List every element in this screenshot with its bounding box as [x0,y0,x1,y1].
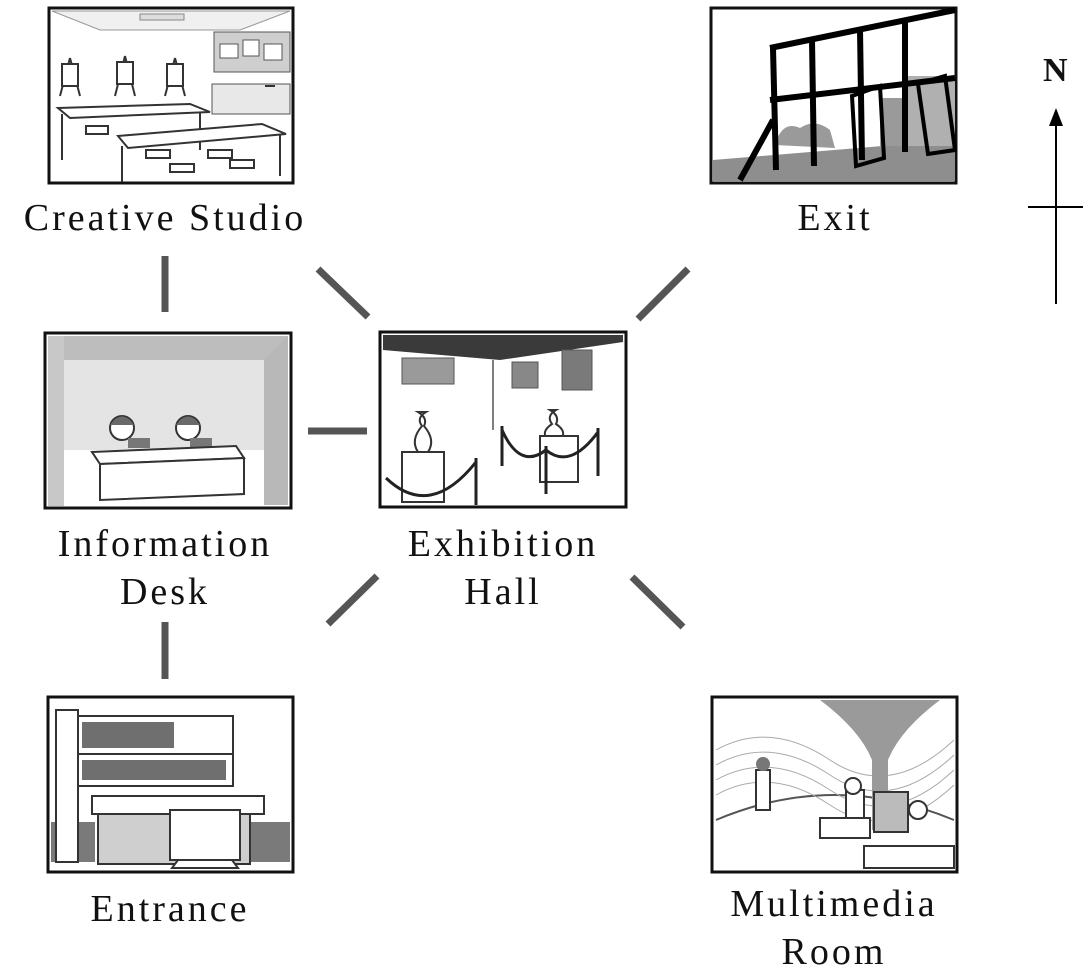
gallery-scene-icon [378,330,628,509]
room-label-exhibition-hall: Exhibition Hall [407,523,599,613]
room-label-exit: Exit [797,197,873,239]
immersive-room-scene-icon [710,695,959,874]
room-label-entrance: Entrance [90,888,250,930]
room-label-information-desk: Information Desk [57,523,273,613]
studio-scene-icon [47,6,295,185]
connector-studio-hall [315,266,371,320]
glass-doors-scene-icon [709,6,958,185]
connector-hall-entrance [325,573,380,627]
room-label-multimedia-room: Multimedia Room [730,883,938,973]
compass [1028,108,1083,304]
connector-hall-multimedia [629,574,686,630]
connector-exit-hall [635,266,691,322]
room-label-creative-studio: Creative Studio [23,197,307,239]
compass-north-label: N [1043,52,1068,89]
building-facade-scene-icon [46,695,295,874]
reception-scene-icon [43,331,293,510]
connectors [161,256,691,679]
arrowhead-icon [1049,108,1063,126]
